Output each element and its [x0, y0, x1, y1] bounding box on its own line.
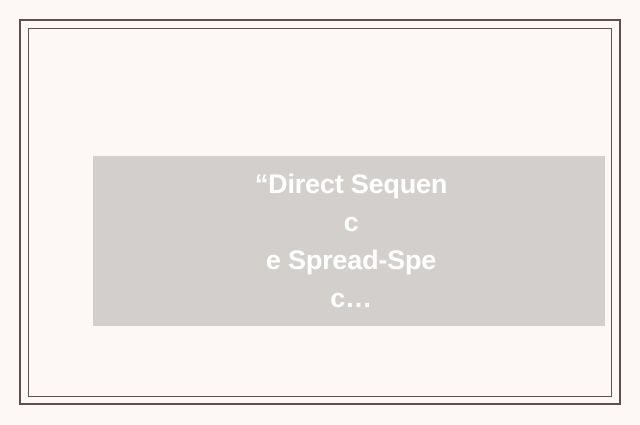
- outer-frame-border: [19, 19, 621, 405]
- placeholder-caption: “Direct Sequenc e Spread-Spec…: [251, 165, 451, 317]
- media-placeholder[interactable]: “Direct Sequenc e Spread-Spec…: [93, 156, 605, 326]
- inner-frame-border: [28, 28, 612, 397]
- placeholder-caption-line-1: “Direct Sequenc: [254, 169, 448, 237]
- placeholder-caption-line-2: e Spread-Spec…: [265, 245, 437, 313]
- content-area: “Direct Sequenc e Spread-Spec…: [29, 29, 611, 396]
